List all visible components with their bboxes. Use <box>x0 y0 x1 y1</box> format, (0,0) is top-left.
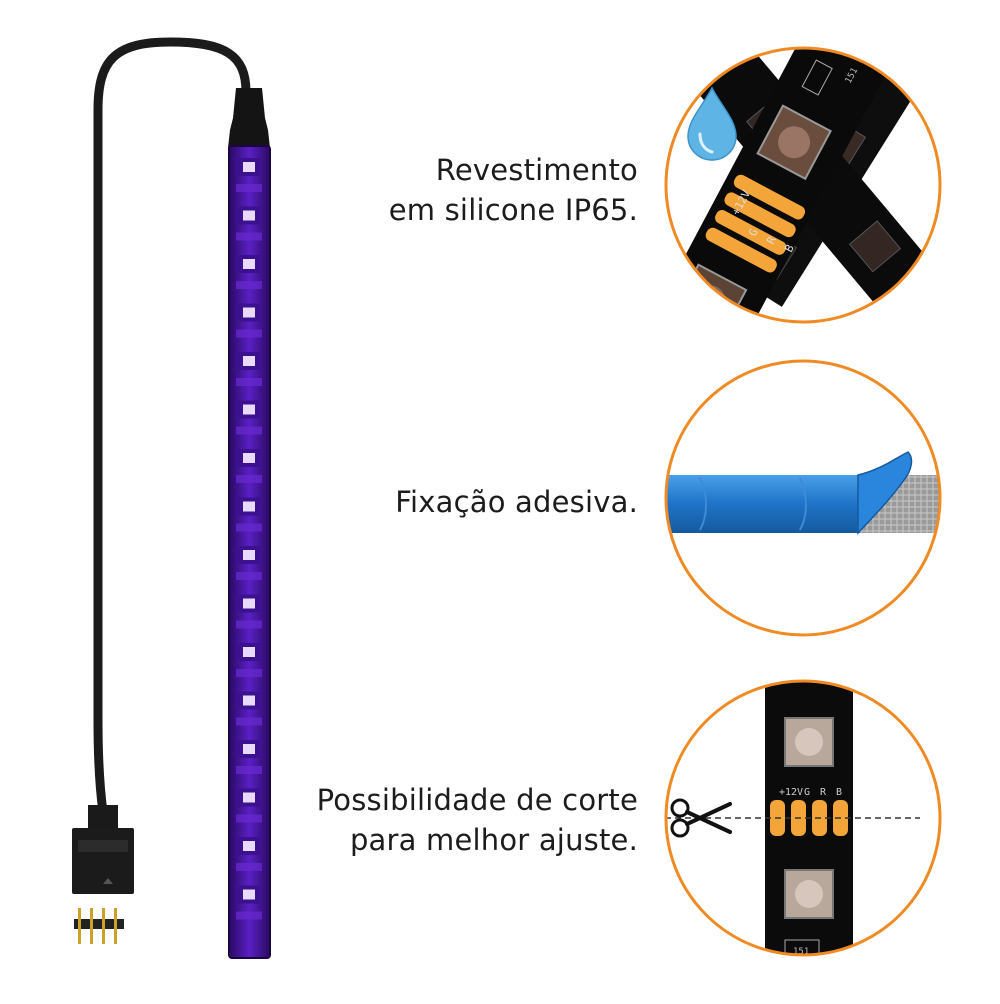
detail-circle-cut: +12V G R B 151 <box>664 679 942 957</box>
led-chip-light <box>243 841 255 851</box>
feature-caption-cut: Possibilidade de corte para melhor ajust… <box>317 780 638 860</box>
caption-line: Revestimento <box>435 153 638 187</box>
strip-end-cap <box>228 88 270 148</box>
led-chips <box>236 158 262 920</box>
led-chip-light <box>243 598 255 609</box>
cut-pcb-label-voltage: +12V <box>779 787 803 798</box>
led-chip-light <box>243 307 255 318</box>
led-solder-pad <box>236 620 262 629</box>
led-chip-light <box>243 501 255 512</box>
led-solder-pad <box>236 426 262 435</box>
caption-line: Possibilidade de corte <box>316 783 638 817</box>
led-chip-light <box>243 647 255 657</box>
led-solder-pad <box>236 572 262 580</box>
led-solder-pad <box>236 766 262 774</box>
connector-pins <box>74 908 124 944</box>
led-chip-light <box>243 744 255 754</box>
led-chip-light <box>243 162 255 172</box>
led-chip-light <box>243 404 255 415</box>
led-solder-pad <box>236 378 262 386</box>
cut-pcb-label-r: R <box>820 787 827 798</box>
led-solder-pad <box>236 329 262 338</box>
led-solder-pad <box>236 184 262 192</box>
led-chip-light <box>243 356 255 366</box>
detail-circle-silicone: +12V G R B 151 <box>664 46 942 324</box>
led-solder-pad <box>236 863 262 871</box>
led-solder-pad <box>236 523 262 532</box>
led-chip-light <box>243 889 255 900</box>
caption-line: em silicone IP65. <box>388 193 638 227</box>
scissors-icon <box>670 798 732 838</box>
led-solder-pad <box>236 717 262 726</box>
cut-pcb-label-g: G <box>804 787 810 798</box>
pcb-label-g: G <box>746 226 761 238</box>
detail-circle-adhesive <box>664 359 942 637</box>
peeled-liner <box>857 451 913 535</box>
caption-line: Fixação adesiva. <box>395 485 638 519</box>
led-solder-pad <box>236 911 262 920</box>
led-chip-light <box>243 695 255 706</box>
feature-caption-adhesive: Fixação adesiva. <box>395 482 638 522</box>
led-chip-light <box>243 259 255 269</box>
led-chip-light <box>243 210 255 221</box>
led-chip-light <box>243 792 255 803</box>
led-chip-light <box>243 453 255 463</box>
power-cable <box>93 37 251 817</box>
led-solder-pad <box>236 814 262 823</box>
cut-pcb-label-b: B <box>836 787 842 798</box>
led-solder-pad <box>236 669 262 677</box>
caption-line: para melhor ajuste. <box>349 823 638 857</box>
led-chip-light <box>243 550 255 560</box>
feature-caption-silicone: Revestimento em silicone IP65. <box>389 150 638 230</box>
led-solder-pad <box>236 232 262 241</box>
adhesive-tape <box>666 475 860 533</box>
rgb-connector <box>72 805 134 944</box>
led-solder-pad <box>236 475 262 483</box>
led-solder-pad <box>236 281 262 289</box>
cut-pcb-label-resistor: 151 <box>793 947 809 957</box>
